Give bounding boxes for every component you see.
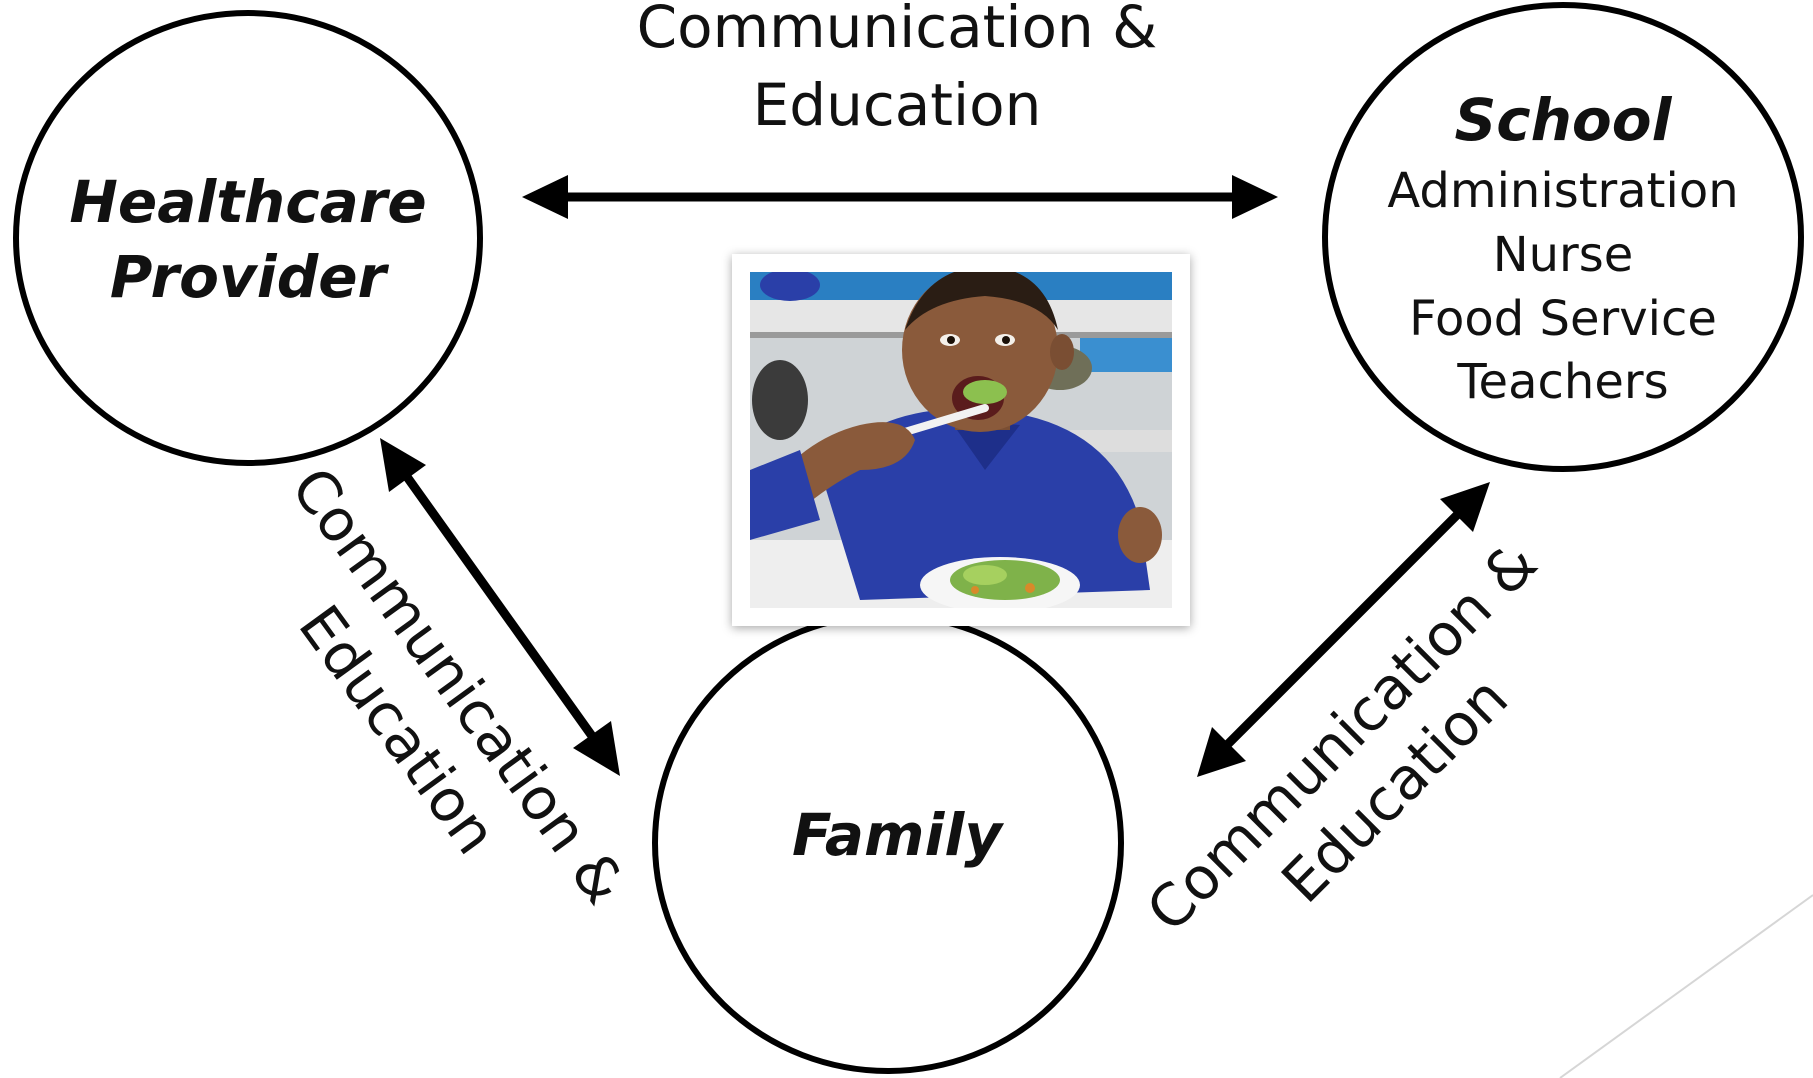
- top-edge-label: Communication & Education: [637, 0, 1158, 139]
- right-double-arrow: [1197, 482, 1490, 777]
- arrow-head-up-left: [380, 438, 426, 492]
- left-double-arrow: [380, 438, 620, 776]
- healthcare-provider-circle: [13, 10, 483, 466]
- school-role-nurse: Nurse: [1493, 227, 1634, 283]
- school-circle: [1322, 2, 1804, 472]
- child-eating-salad-photo: [732, 254, 1190, 626]
- family-title: Family: [792, 801, 1004, 869]
- healthcare-provider-title-line2: Provider: [110, 243, 390, 311]
- decorative-corner-line: [1559, 894, 1813, 1078]
- school-role-food-service: Food Service: [1409, 291, 1717, 347]
- healthcare-provider-node: Healthcare Provider: [13, 10, 483, 466]
- top-edge-label-line2: Education: [753, 71, 1042, 139]
- top-edge-label-line1: Communication &: [637, 0, 1158, 61]
- arrow-head-right: [1232, 175, 1278, 219]
- school-role-teachers: Teachers: [1456, 354, 1668, 410]
- arrow-head-down-right: [573, 721, 620, 776]
- top-double-arrow: [522, 175, 1278, 219]
- arrow-head-down-left: [1197, 727, 1246, 777]
- arrow-head-left: [522, 175, 568, 219]
- family-node: Family: [652, 612, 1124, 1074]
- arrow-head-up-right: [1440, 482, 1490, 532]
- school-title: School: [1454, 86, 1672, 154]
- healthcare-provider-title-line1: Healthcare: [69, 168, 426, 236]
- school-node: School Administration Nurse Food Service…: [1322, 2, 1804, 472]
- school-role-administration: Administration: [1387, 163, 1738, 219]
